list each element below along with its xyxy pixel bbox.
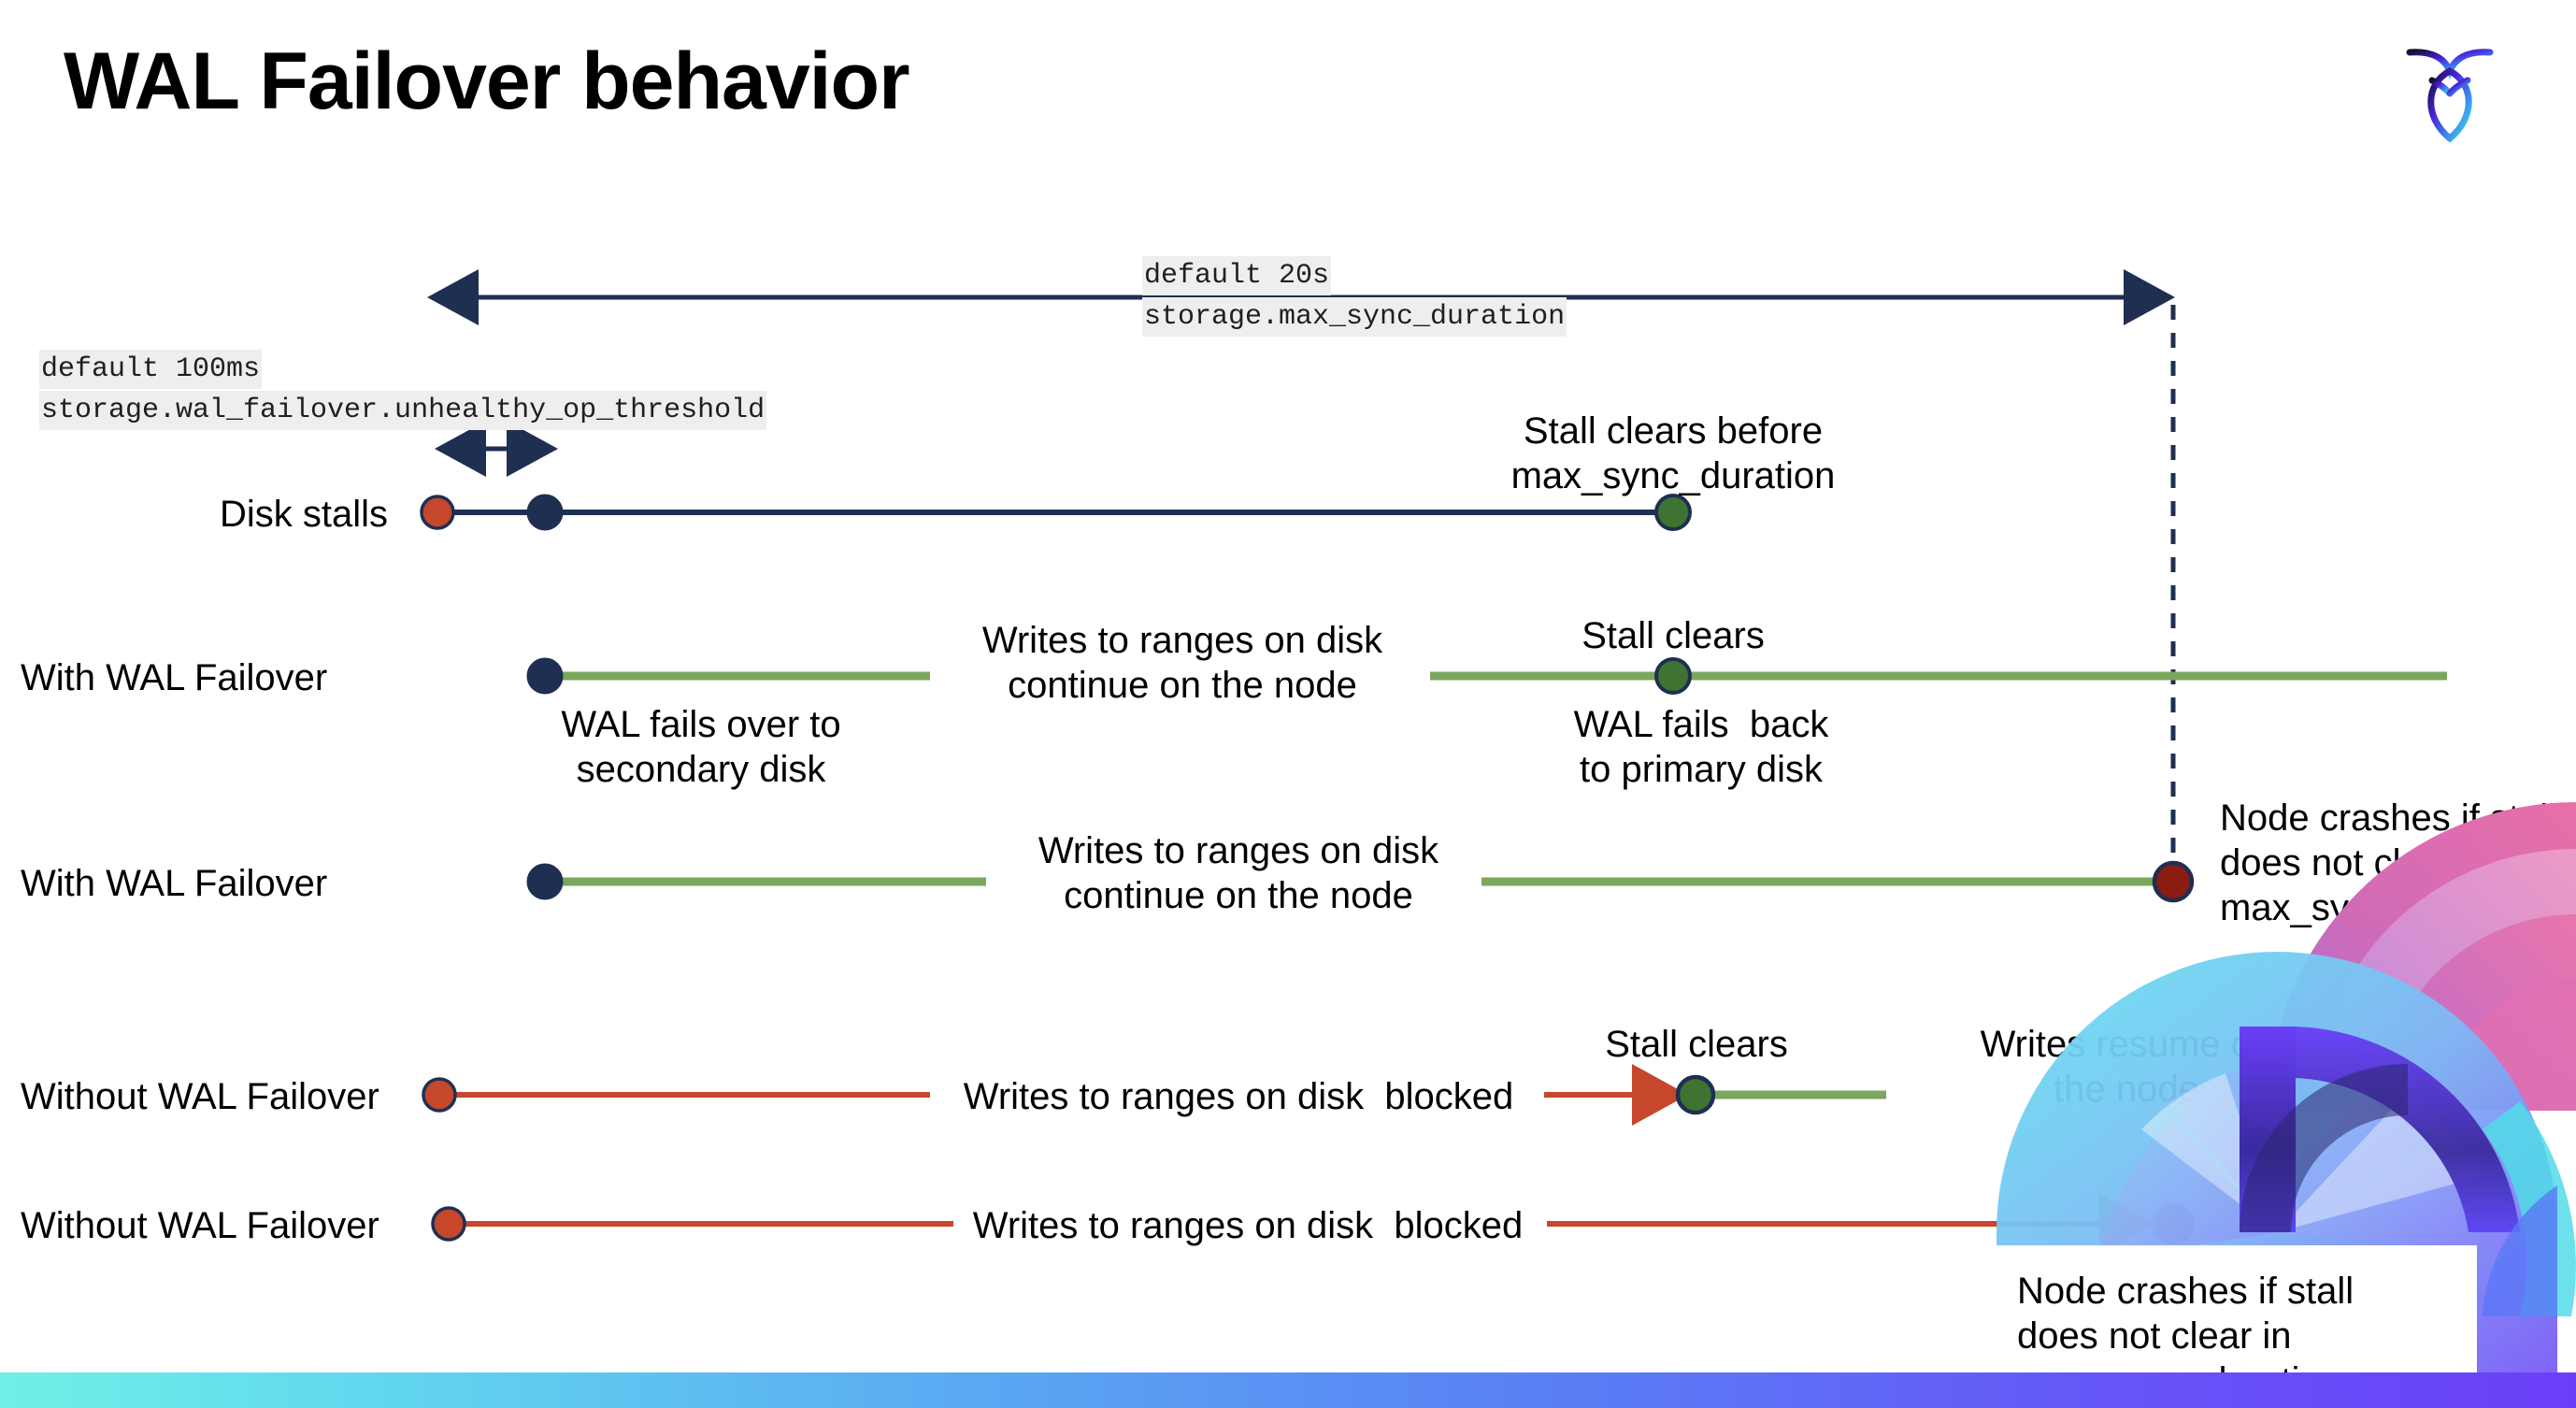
bottom-gradient-bar — [0, 1372, 2576, 1408]
row-label-without-wal-failover-1: Without WAL Failover — [21, 1076, 379, 1117]
note-writes-continue-2-line1: Writes to ranges on disk — [1038, 830, 1439, 871]
row-label-with-wal-failover-2: With WAL Failover — [21, 863, 328, 904]
failover-trigger-dot — [526, 494, 564, 531]
note-writes-resume-line1: Writes resume on — [1980, 1024, 2273, 1065]
stall-clear-dot — [1654, 657, 1692, 695]
max-sync-duration-setting-chip: storage.max_sync_duration — [1142, 297, 1567, 337]
stall-start-dot — [422, 1077, 457, 1113]
stall-clear-dot — [1675, 1074, 1716, 1115]
note-wal-fails-back-line2: to primary disk — [1579, 749, 1824, 790]
note-node-crashes-row5-line1: Node crashes if stall — [2017, 1271, 2354, 1312]
note-node-crashes-row3-line1: Node crashes if stall — [2220, 797, 2557, 839]
page-title: WAL Failover behavior — [64, 36, 910, 126]
node-crash-dot — [2152, 1202, 2195, 1245]
note-node-crashes-row3-line3: max_sync_duration — [2220, 887, 2544, 928]
row-label-disk-stalls: Disk stalls — [219, 494, 388, 535]
max-sync-duration-default-chip: default 20s — [1142, 256, 1332, 295]
note-stall-clears-row2: Stall clears — [1581, 615, 1765, 656]
stall-clear-dot — [1654, 494, 1692, 531]
note-stall-clears-before-line1: Stall clears before — [1523, 410, 1824, 452]
row-disk-stalls-track — [420, 494, 1692, 531]
row-with-wal-failover-2-track — [526, 860, 2195, 903]
wal-failover-start-dot — [526, 863, 564, 900]
wal-failover-start-dot — [526, 657, 564, 695]
unhealthy-threshold-setting-chip: storage.wal_failover.unhealthy_op_thresh… — [39, 391, 767, 430]
node-crash-dot — [2152, 860, 2195, 903]
note-node-crashes-row5-line2: does not clear in — [2017, 1315, 2292, 1357]
row-label-without-wal-failover-2: Without WAL Failover — [21, 1205, 379, 1246]
note-node-crashes-row3-line2: does not clear in — [2220, 842, 2495, 884]
stall-start-dot — [431, 1206, 466, 1242]
note-wal-fails-over-line1: WAL fails over to — [561, 704, 841, 745]
cockroachdb-logo-icon — [2389, 28, 2511, 150]
stall-start-dot — [420, 495, 455, 530]
note-wal-fails-back-line1: WAL fails back — [1573, 704, 1829, 745]
note-writes-continue-1-line2: continue on the node — [1008, 665, 1357, 706]
note-stall-clears-before-line2: max_sync_duration — [1510, 455, 1836, 496]
unhealthy-threshold-default-chip: default 100ms — [39, 350, 263, 389]
note-writes-blocked-row5: Writes to ranges on disk blocked — [972, 1205, 1524, 1246]
note-stall-clears-row4: Stall clears — [1605, 1024, 1788, 1065]
row-without-wal-failover-1-track — [422, 1064, 2449, 1126]
row-label-with-wal-failover-1: With WAL Failover — [21, 657, 328, 698]
note-writes-continue-1-line1: Writes to ranges on disk — [981, 620, 1383, 661]
note-wal-fails-over-line2: secondary disk — [576, 749, 826, 790]
note-writes-resume-line2: the node — [2054, 1069, 2199, 1110]
row-with-wal-failover-1-track — [526, 657, 2447, 695]
note-writes-continue-2-line2: continue on the node — [1064, 875, 1413, 916]
note-writes-blocked-row4: Writes to ranges on disk blocked — [963, 1076, 1514, 1117]
